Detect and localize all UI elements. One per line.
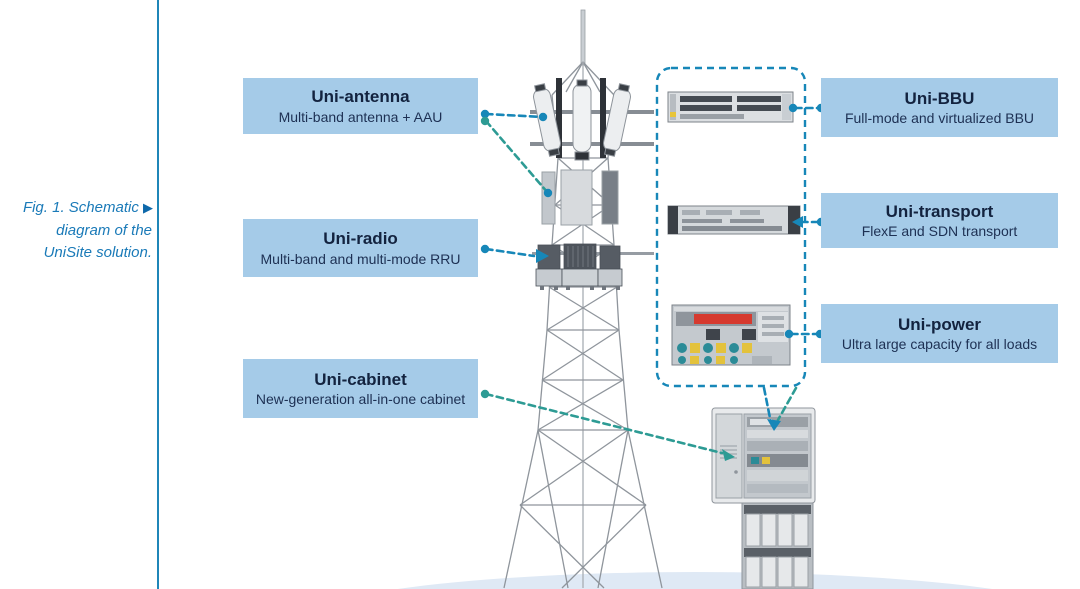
- connector-endpoints: [480, 103, 826, 461]
- antenna-mount-bars: [530, 78, 654, 158]
- connector-lines: [484, 106, 821, 455]
- label-uni-transport: Uni-transport FlexE and SDN transport: [821, 193, 1058, 248]
- caption-arrow-icon: ▶: [143, 200, 153, 215]
- label-subtitle: Full-mode and virtualized BBU: [844, 110, 1035, 127]
- battery-bank-illustration: [741, 502, 814, 589]
- indoor-units-group-outline: [655, 66, 807, 388]
- transport-unit-illustration: [667, 205, 801, 235]
- label-uni-antenna: Uni-antenna Multi-band antenna + AAU: [243, 78, 478, 134]
- label-title: Uni-antenna: [311, 87, 410, 107]
- label-title: Uni-cabinet: [314, 369, 407, 389]
- label-uni-radio: Uni-radio Multi-band and multi-mode RRU: [243, 219, 478, 277]
- power-unit-illustration: [671, 304, 791, 366]
- caption-line-3: UniSite solution.: [43, 244, 152, 261]
- label-subtitle: Multi-band antenna + AAU: [278, 108, 443, 125]
- label-subtitle: Ultra large capacity for all loads: [841, 336, 1038, 353]
- label-uni-cabinet: Uni-cabinet New-generation all-in-one ca…: [243, 359, 478, 418]
- label-title: Uni-radio: [323, 229, 398, 249]
- ground-shadow: [397, 572, 993, 589]
- label-subtitle: FlexE and SDN transport: [861, 223, 1018, 240]
- label-subtitle: New-generation all-in-one cabinet: [255, 391, 466, 408]
- aau-panel-illustration: [541, 169, 619, 226]
- label-title: Uni-power: [897, 314, 982, 334]
- figure-caption: Fig. 1. Schematic ▶ diagram of the UniSi…: [6, 197, 153, 265]
- bbu-unit-illustration: [667, 91, 794, 123]
- label-uni-bbu: Uni-BBU Full-mode and virtualized BBU: [821, 78, 1058, 137]
- label-subtitle: Multi-band and multi-mode RRU: [260, 250, 461, 267]
- cabinet-illustration: [711, 407, 816, 504]
- caption-divider-rule: [157, 0, 159, 589]
- rru-cluster-illustration: [532, 243, 654, 290]
- label-uni-power: Uni-power Ultra large capacity for all l…: [821, 304, 1058, 363]
- antenna-array-illustration: [533, 79, 631, 161]
- caption-line-1: Fig. 1. Schematic ▶: [22, 199, 153, 216]
- label-title: Uni-transport: [885, 201, 994, 221]
- caption-line-2: diagram of the: [56, 221, 152, 239]
- label-title: Uni-BBU: [904, 88, 975, 108]
